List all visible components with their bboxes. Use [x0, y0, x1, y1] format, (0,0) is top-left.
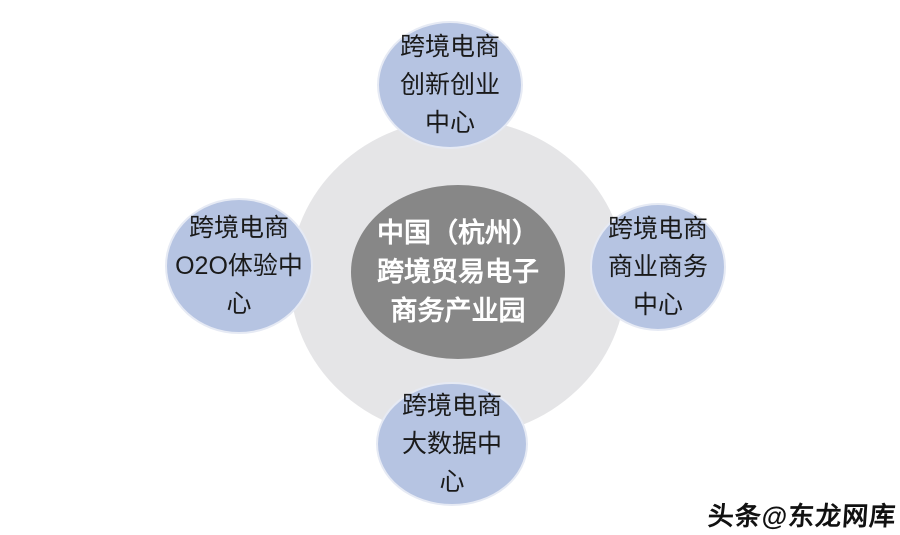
node-big-data-center: 跨境电商 大数据中 心 — [376, 382, 528, 506]
watermark-text: 头条@东龙网库 — [706, 501, 897, 531]
node-text-line: 中心 — [424, 109, 475, 137]
node-text-line: 跨境电商 — [607, 215, 708, 243]
node-text-line: 中心 — [632, 291, 683, 319]
node-text-line: 跨境电商 — [188, 214, 289, 242]
node-text-line: O2O体验中 — [175, 252, 303, 280]
node-innovation-center: 跨境电商 创新创业 中心 — [377, 21, 523, 149]
node-text-line: 大数据中 — [401, 430, 502, 458]
node-text-line: 跨境电商 — [401, 392, 502, 420]
node-business-commerce-center: 跨境电商 商业商务 中心 — [590, 203, 726, 331]
center-node-line: 商务产业园 — [390, 295, 526, 326]
node-text-line: 商业商务 — [607, 253, 708, 281]
node-text-line: 心 — [226, 290, 252, 318]
center-node-line: 中国（杭州） — [377, 217, 539, 248]
center-node-line: 跨境贸易电子 — [377, 256, 539, 287]
center-node-industrial-park: 中国（杭州） 跨境贸易电子 商务产业园 — [351, 185, 565, 359]
node-o2o-experience-center: 跨境电商 O2O体验中 心 — [165, 198, 313, 334]
node-text-line: 心 — [439, 468, 465, 496]
node-text-line: 跨境电商 — [399, 33, 500, 61]
node-text-line: 创新创业 — [399, 71, 500, 99]
